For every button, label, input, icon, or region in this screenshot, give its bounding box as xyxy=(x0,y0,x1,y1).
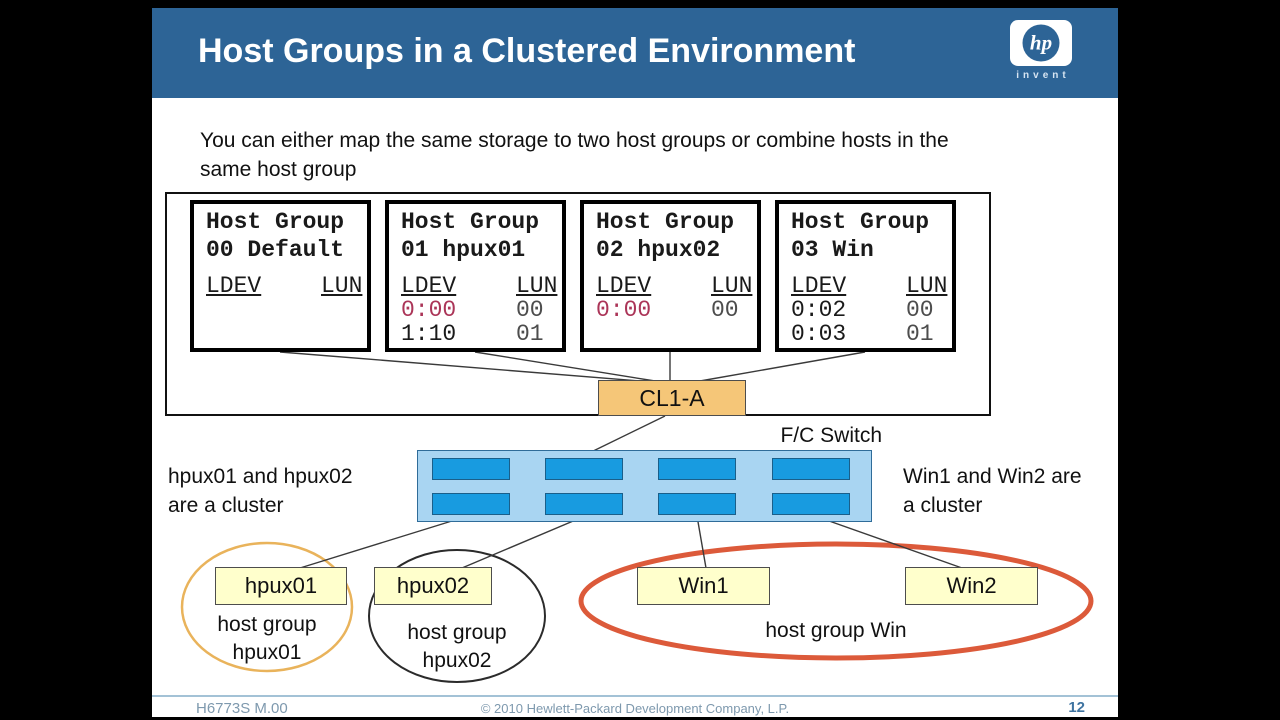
ldev-lun-row: 0:00 00 xyxy=(401,298,562,322)
switch-port-icon xyxy=(772,493,850,515)
ldev-lun-header-row: LDEV LUN xyxy=(596,274,757,298)
switch-port-icon xyxy=(658,458,736,480)
host-group-title-line1: Host Group xyxy=(401,209,540,235)
group-label-hpux02-line1: host group xyxy=(407,621,507,644)
ldev-lun-header-row: LDEV LUN xyxy=(206,274,367,298)
footer-divider xyxy=(152,695,1118,697)
group-label-hpux01: host group hpux01 xyxy=(183,611,351,667)
note-win-cluster: Win1 and Win2 are a cluster xyxy=(903,462,1123,520)
fc-switch-label: F/C Switch xyxy=(780,424,882,447)
switch-port-icon xyxy=(658,493,736,515)
note-win-line2: a cluster xyxy=(903,494,983,517)
ldev-lun-row: 0:03 01 xyxy=(791,322,952,346)
ldev-lun-row: 0:02 00 xyxy=(791,298,952,322)
host-box-win1: Win1 xyxy=(637,567,770,605)
note-hpux-line2: are a cluster xyxy=(168,494,284,517)
switch-port-icon xyxy=(545,493,623,515)
switch-port-icon xyxy=(545,458,623,480)
hp-logo-text: hp xyxy=(1029,30,1053,55)
note-hpux-cluster: hpux01 and hpux02 are a cluster xyxy=(168,462,408,520)
fc-switch xyxy=(417,450,872,522)
host-box-win2: Win2 xyxy=(905,567,1038,605)
footer-copyright: © 2010 Hewlett-Packard Development Compa… xyxy=(480,701,790,716)
host-box-hpux01: hpux01 xyxy=(215,567,347,605)
lun-column-header: LUN xyxy=(321,273,363,299)
group-label-hpux02-line2: hpux02 xyxy=(422,649,492,672)
slide-header: Host Groups in a Clustered Environment h… xyxy=(152,8,1118,98)
ldev-value: 1:10 xyxy=(401,321,457,347)
lun-value: 00 xyxy=(906,297,934,323)
ldev-lun-row: 0:00 00 xyxy=(596,298,757,322)
switch-port-icon xyxy=(432,458,510,480)
lun-column-header: LUN xyxy=(711,273,753,299)
ldev-column-header: LDEV xyxy=(401,273,457,299)
lun-value: 01 xyxy=(516,321,544,347)
ldev-value: 0:00 xyxy=(401,297,457,323)
switch-port-icon xyxy=(432,493,510,515)
host-group-title-line2: 03 Win xyxy=(791,237,874,263)
hp-invent-label: invent xyxy=(1016,70,1070,81)
intro-line-1: You can either map the same storage to t… xyxy=(200,129,949,152)
host-group-title-line1: Host Group xyxy=(791,209,930,235)
group-label-hpux01-line2: hpux01 xyxy=(232,641,302,664)
note-win-line1: Win1 and Win2 are xyxy=(903,465,1082,488)
cl1a-port-box: CL1-A xyxy=(598,380,746,416)
footer-course-code: H6773S M.00 xyxy=(196,700,288,717)
host-group-title-line2: 01 hpux01 xyxy=(401,237,526,263)
host-box-hpux02: hpux02 xyxy=(374,567,492,605)
note-hpux-line1: hpux01 and hpux02 xyxy=(168,465,353,488)
page-title: Host Groups in a Clustered Environment xyxy=(198,32,856,70)
host-group-title-line2: 00 Default xyxy=(206,237,345,263)
host-group-title-line2: 02 hpux02 xyxy=(596,237,721,263)
group-label-hpux01-line1: host group xyxy=(217,613,317,636)
ldev-lun-header-row: LDEV LUN xyxy=(791,274,952,298)
lun-value: 01 xyxy=(906,321,934,347)
lun-column-header: LUN xyxy=(516,273,558,299)
ldev-value: 0:02 xyxy=(791,297,847,323)
intro-line-2: same host group xyxy=(200,158,357,181)
ldev-value: 0:03 xyxy=(791,321,847,347)
host-group-title-line1: Host Group xyxy=(206,209,345,235)
ldev-lun-row: 1:10 01 xyxy=(401,322,562,346)
group-label-hpux02: host group hpux02 xyxy=(373,619,541,675)
intro-text: You can either map the same storage to t… xyxy=(200,126,949,184)
hp-logo-circle: hp xyxy=(1022,24,1060,62)
hp-logo: hp xyxy=(1010,20,1072,66)
footer-page-number: 12 xyxy=(1068,699,1085,716)
ldev-column-header: LDEV xyxy=(206,273,262,299)
ldev-column-header: LDEV xyxy=(596,273,652,299)
ldev-value: 0:00 xyxy=(596,297,652,323)
ldev-lun-header-row: LDEV LUN xyxy=(401,274,562,298)
switch-port-icon xyxy=(772,458,850,480)
lun-column-header: LUN xyxy=(906,273,948,299)
lun-value: 00 xyxy=(516,297,544,323)
lun-value: 00 xyxy=(711,297,739,323)
ldev-column-header: LDEV xyxy=(791,273,847,299)
group-label-win: host group Win xyxy=(765,619,907,642)
host-group-title-line1: Host Group xyxy=(596,209,735,235)
